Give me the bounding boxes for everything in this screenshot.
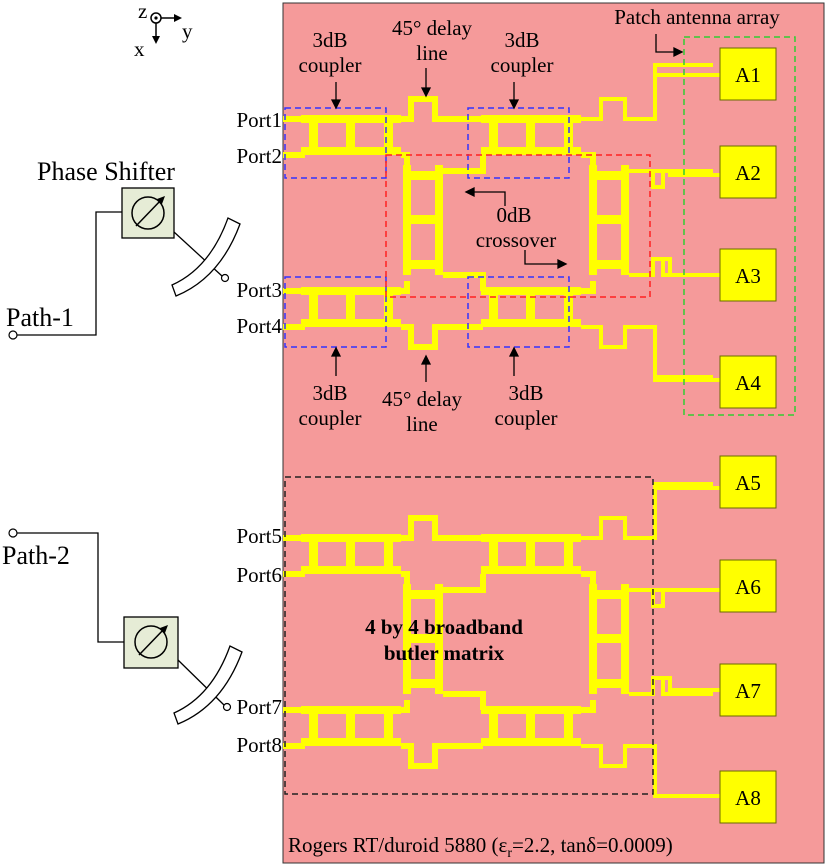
antenna-label: A4 xyxy=(735,371,761,395)
port-label: Port7 xyxy=(236,695,282,719)
coupler-label-line1: 3dB xyxy=(312,381,347,405)
coupler-box-bottom-right xyxy=(467,276,570,348)
axis-z-label: z xyxy=(138,0,147,23)
coupler-label-line2: coupler xyxy=(491,53,554,77)
axis-y-label: y xyxy=(182,19,193,43)
antenna-patch-a7 xyxy=(719,663,777,717)
port-label: Port5 xyxy=(236,524,282,548)
path-2-label: Path-2 xyxy=(2,541,70,570)
phase-shifter-icon xyxy=(131,196,165,230)
port-label: Port4 xyxy=(236,314,282,338)
coupler-label-line1: 3dB xyxy=(504,28,539,52)
crossover-label-line2: crossover xyxy=(476,228,556,252)
phase-shifter-icon xyxy=(134,625,168,659)
lower-antenna-feeds xyxy=(653,484,720,798)
antenna-label: A7 xyxy=(735,679,761,703)
annotation-boxes xyxy=(284,36,796,795)
antenna-patch-a6 xyxy=(719,559,777,613)
delay-label-line1: 45° delay xyxy=(382,387,463,411)
phase-shifter-2: Path-2 xyxy=(2,528,243,725)
x-arrow-icon xyxy=(152,36,160,44)
antenna-patch-a2 xyxy=(719,145,777,199)
antenna-patch-a8 xyxy=(719,770,777,824)
port-label: Port8 xyxy=(236,733,282,757)
antenna-label: A2 xyxy=(735,161,761,185)
matrix-box xyxy=(284,476,654,795)
coupler-label-line2: coupler xyxy=(495,406,558,430)
port-label: Port3 xyxy=(236,278,282,302)
port-label: Port2 xyxy=(236,144,282,168)
port-label: Port6 xyxy=(236,563,282,587)
antenna-patch-a4 xyxy=(719,355,777,409)
antenna-patches: A1 A2 A3 A4 A5 A6 A7 A8 xyxy=(719,47,777,824)
upper-antenna-feeds xyxy=(653,65,720,382)
crossover-box xyxy=(385,154,651,298)
substrate-label: Rogers RT/duroid 5880 (εr=2.2, tanδ=0.00… xyxy=(288,833,673,861)
coupler-label-line2: coupler xyxy=(299,406,362,430)
coupler-box-top-right xyxy=(467,107,570,179)
antenna-patch-a1 xyxy=(719,47,777,101)
switch-arc-1 xyxy=(171,217,241,297)
port-label: Port1 xyxy=(236,108,282,132)
annotation-arrows xyxy=(330,34,684,382)
substrate-label-sub: r xyxy=(507,846,512,861)
delay-label-line1: 45° delay xyxy=(392,16,473,40)
antenna-label: A3 xyxy=(735,264,761,288)
substrate-label-post: =2.2, tanδ=0.0009) xyxy=(512,833,673,857)
y-arrow-icon xyxy=(174,14,182,22)
phase-shifter-1: Phase Shifter Path-1 xyxy=(6,157,241,340)
antenna-label: A5 xyxy=(735,471,761,495)
matrix-label-line2: butler matrix xyxy=(384,641,505,665)
phase-shifter-title: Phase Shifter xyxy=(37,157,175,186)
delay-label-line2: line xyxy=(406,412,438,436)
antenna-label: A1 xyxy=(735,63,761,87)
substrate-label-pre: Rogers RT/duroid 5880 ( xyxy=(288,833,498,857)
matrix-label-line1: 4 by 4 broadband xyxy=(365,615,523,639)
antenna-patch-a3 xyxy=(719,248,777,302)
coupler-box-bottom-left xyxy=(284,276,387,348)
substrate-board xyxy=(282,2,825,864)
delay-label-line2: line xyxy=(416,41,448,65)
coupler-label-line1: 3dB xyxy=(312,28,347,52)
coupler-label-line1: 3dB xyxy=(508,381,543,405)
switch-arc-2 xyxy=(173,645,243,725)
coupler-label-line2: coupler xyxy=(299,53,362,77)
patch-array-label: Patch antenna array xyxy=(614,5,780,29)
path-1-label: Path-1 xyxy=(6,303,74,332)
port-labels: Port1 Port2 Port3 Port4 Port5 Port6 Port… xyxy=(236,108,282,757)
antenna-patch-a5 xyxy=(719,455,777,509)
crossover-label-line1: 0dB xyxy=(496,203,531,227)
patch-array-box xyxy=(683,36,796,416)
substrate-label-eps: ε xyxy=(498,833,507,857)
antenna-label: A8 xyxy=(735,786,761,810)
axis-indicator: z y x xyxy=(134,0,193,61)
axis-x-label: x xyxy=(134,37,145,61)
antenna-label: A6 xyxy=(735,575,761,599)
